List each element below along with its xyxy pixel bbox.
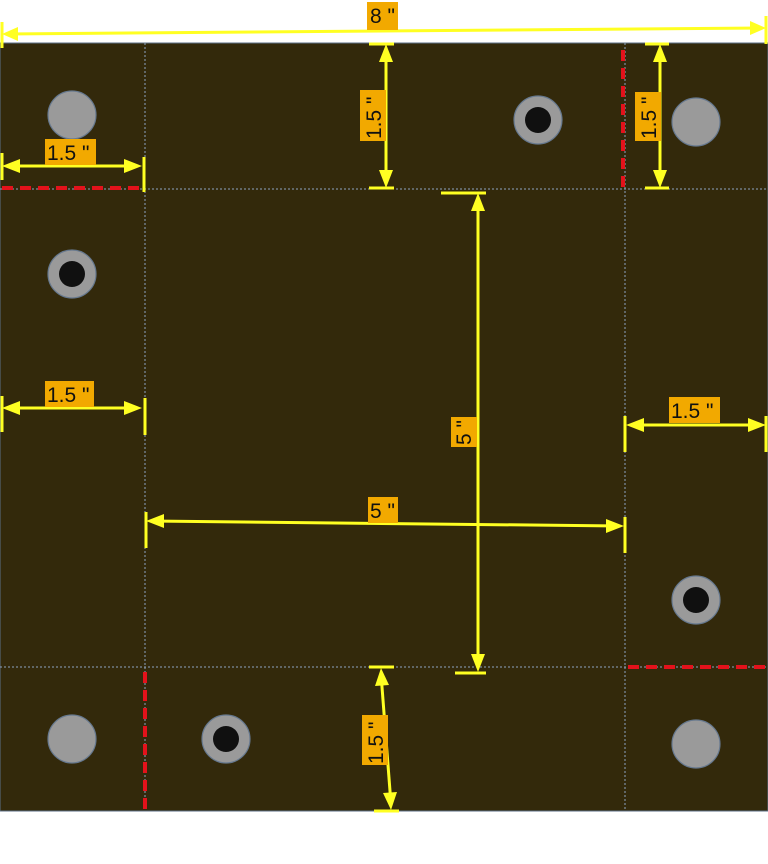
ring-hole-top-center [513,95,563,145]
hole-bottom-left [47,714,97,764]
hole-top-right [671,97,721,147]
hole-top-left [47,90,97,140]
dimension-left-flap-mid-width: 1.5 " [0,381,147,435]
label-left-flap-mid-width: 1.5 " [47,384,89,407]
label-center-height: 5 " [453,420,476,445]
label-left-flap-top-width: 1.5 " [47,142,89,165]
dimension-top-flap-height: 1.5 " [360,42,394,190]
label-top-flap-height: 1.5 " [363,97,386,139]
dimension-top-right-flap-height: 1.5 " [635,42,669,190]
label-top-right-flap-height: 1.5 " [638,97,661,139]
label-overall-width: 8 " [370,5,395,28]
dimension-center-width: 5 " [144,497,627,553]
ring-hole-bottom-center [201,714,251,764]
label-right-flap-width: 1.5 " [671,400,713,423]
dimension-center-height: 5 " [441,191,486,675]
hole-bottom-right [671,719,721,769]
dimension-left-flap-top-width: 1.5 " [0,139,146,192]
dimension-overall-width: 8 " [0,2,768,48]
cut-lines [2,50,768,811]
ring-hole-left-middle [47,249,97,299]
holes [47,90,721,769]
dimension-bottom-flap-height: 1.5 " [362,665,399,813]
label-center-width: 5 " [370,500,395,523]
dimension-right-flap-width: 1.5 " [623,397,768,452]
ring-hole-right-middle [671,575,721,625]
label-bottom-flap-height: 1.5 " [365,722,388,764]
